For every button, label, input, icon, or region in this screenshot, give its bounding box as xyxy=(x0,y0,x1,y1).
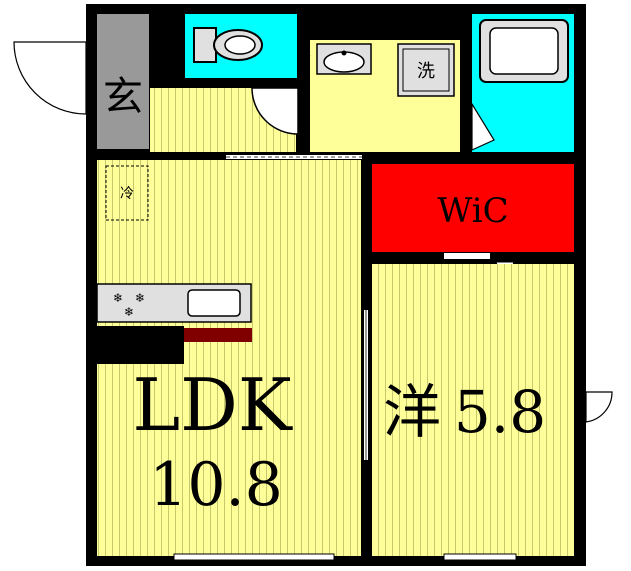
entrance-floor xyxy=(97,14,149,149)
western-room-label: 洋 xyxy=(383,378,441,446)
front-door-swing xyxy=(13,41,87,115)
svg-text:❄: ❄ xyxy=(113,291,123,305)
bath-door-swing xyxy=(471,101,495,151)
svg-text:❄: ❄ xyxy=(124,305,134,319)
kitchen-wall xyxy=(86,326,184,364)
svg-text:❄: ❄ xyxy=(135,291,145,305)
western-window xyxy=(443,553,517,561)
fridge-label: 冷 xyxy=(120,185,134,201)
toilet-icon xyxy=(193,27,263,63)
counter-base xyxy=(184,328,252,342)
western-room-floor xyxy=(372,264,574,556)
balcony-door-swing xyxy=(585,391,613,423)
toilet-door-swing xyxy=(251,87,299,135)
ldk-size: 10.8 xyxy=(149,450,283,520)
bathtub-icon xyxy=(479,19,569,83)
western-room-size: 5.8 xyxy=(454,378,546,446)
sink-icon xyxy=(316,43,372,75)
fridge-space xyxy=(105,165,149,221)
washer-icon xyxy=(397,43,455,97)
wic-label: WiC xyxy=(437,191,508,231)
washroom-top xyxy=(310,40,460,46)
washroom-door xyxy=(299,45,311,100)
washer-label: 洗 xyxy=(417,61,435,81)
ldk-label: LDK xyxy=(132,363,293,447)
entrance-label: 玄 xyxy=(103,74,143,120)
walk-in-closet xyxy=(372,164,574,252)
kitchen-sink xyxy=(187,289,241,317)
stove-burners-icon: ❄ ❄ ❄ xyxy=(113,291,145,319)
ldk-window xyxy=(173,553,335,561)
